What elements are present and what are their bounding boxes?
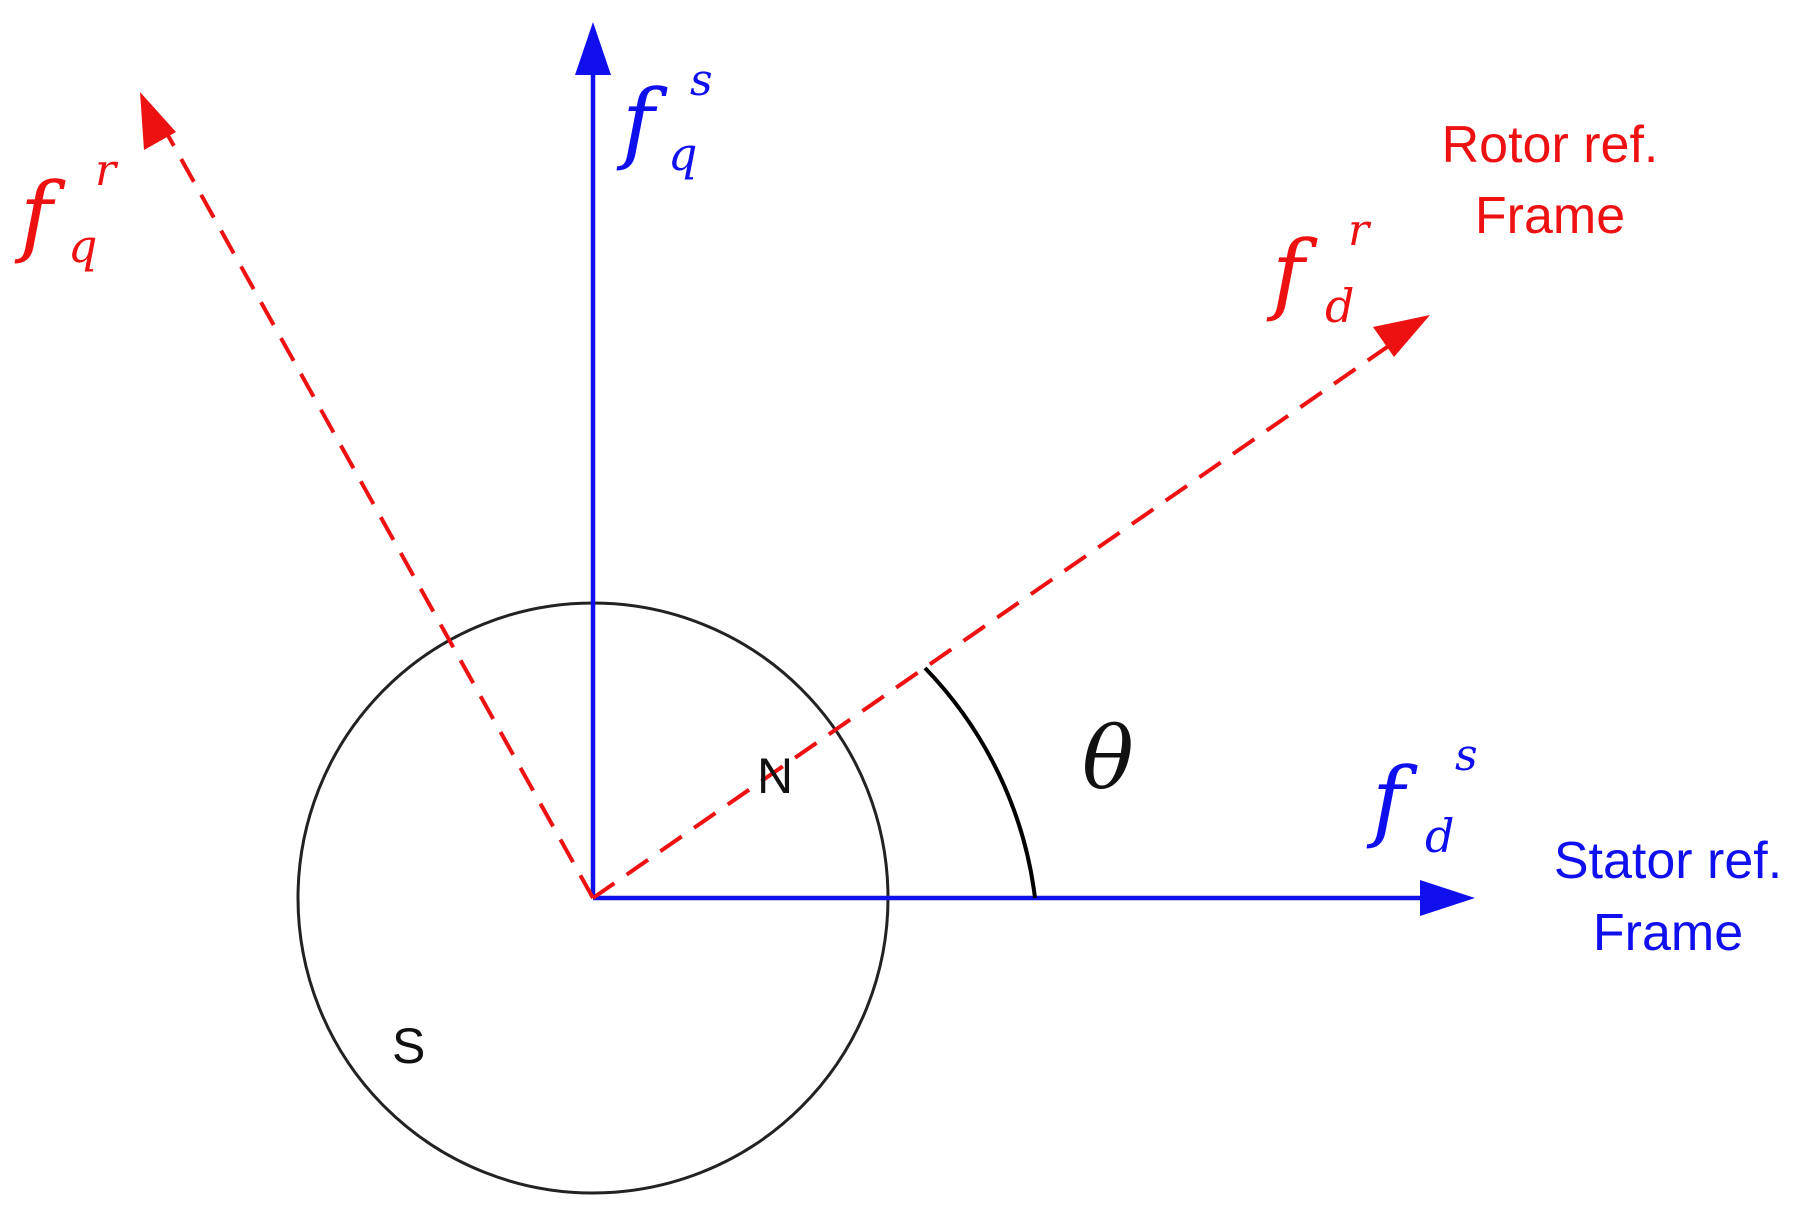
rotor-d-symbol-sup: r bbox=[1348, 205, 1372, 256]
stator-d-symbol-sub: d bbox=[1425, 809, 1454, 863]
rotor-q-symbol-base: f bbox=[14, 163, 66, 266]
stator-d-axis-arrowhead bbox=[1420, 880, 1475, 916]
stator-frame-label-line1: Stator ref. bbox=[1554, 832, 1782, 890]
stator-q-symbol-sup: s bbox=[690, 55, 713, 106]
stator-q-axis-symbol: f s q bbox=[616, 55, 713, 181]
stator-d-axis-symbol: f s d bbox=[1366, 730, 1478, 863]
stator-q-axis-arrowhead bbox=[575, 22, 611, 75]
rotor-q-axis-arrowhead bbox=[140, 92, 176, 150]
stator-q-symbol-base: f bbox=[616, 70, 668, 173]
angle-symbol: θ bbox=[1082, 709, 1134, 809]
rotor-q-axis-symbol: f r q bbox=[14, 145, 119, 273]
stator-d-symbol-sup: s bbox=[1455, 730, 1478, 781]
rotor-q-axis-line bbox=[163, 129, 595, 899]
stator-d-symbol-base: f bbox=[1366, 748, 1418, 851]
rotor-d-axis-line bbox=[591, 343, 1392, 900]
rotor-frame-label-line1: Rotor ref. bbox=[1442, 116, 1659, 174]
south-pole-label: S bbox=[392, 1018, 425, 1074]
stator-frame-label-line2: Frame bbox=[1593, 904, 1743, 962]
rotor-q-symbol-sup: r bbox=[95, 145, 119, 196]
angle-arc bbox=[923, 666, 1037, 899]
stator-q-symbol-sub: q bbox=[668, 127, 697, 181]
rotor-d-symbol-sub: d bbox=[1325, 279, 1354, 333]
rotor-d-axis-symbol: f r d bbox=[1266, 205, 1372, 333]
rotor-q-symbol-sub: q bbox=[68, 219, 97, 273]
rotor-frame-label: Rotor ref. Frame bbox=[1442, 116, 1659, 245]
rotor-d-symbol-base: f bbox=[1266, 221, 1318, 324]
north-pole-label: N bbox=[757, 748, 793, 804]
stator-frame-label: Stator ref. Frame bbox=[1554, 832, 1782, 962]
rotor-d-axis-arrowhead bbox=[1373, 315, 1430, 357]
rotor-frame-label-line2: Frame bbox=[1475, 187, 1625, 245]
